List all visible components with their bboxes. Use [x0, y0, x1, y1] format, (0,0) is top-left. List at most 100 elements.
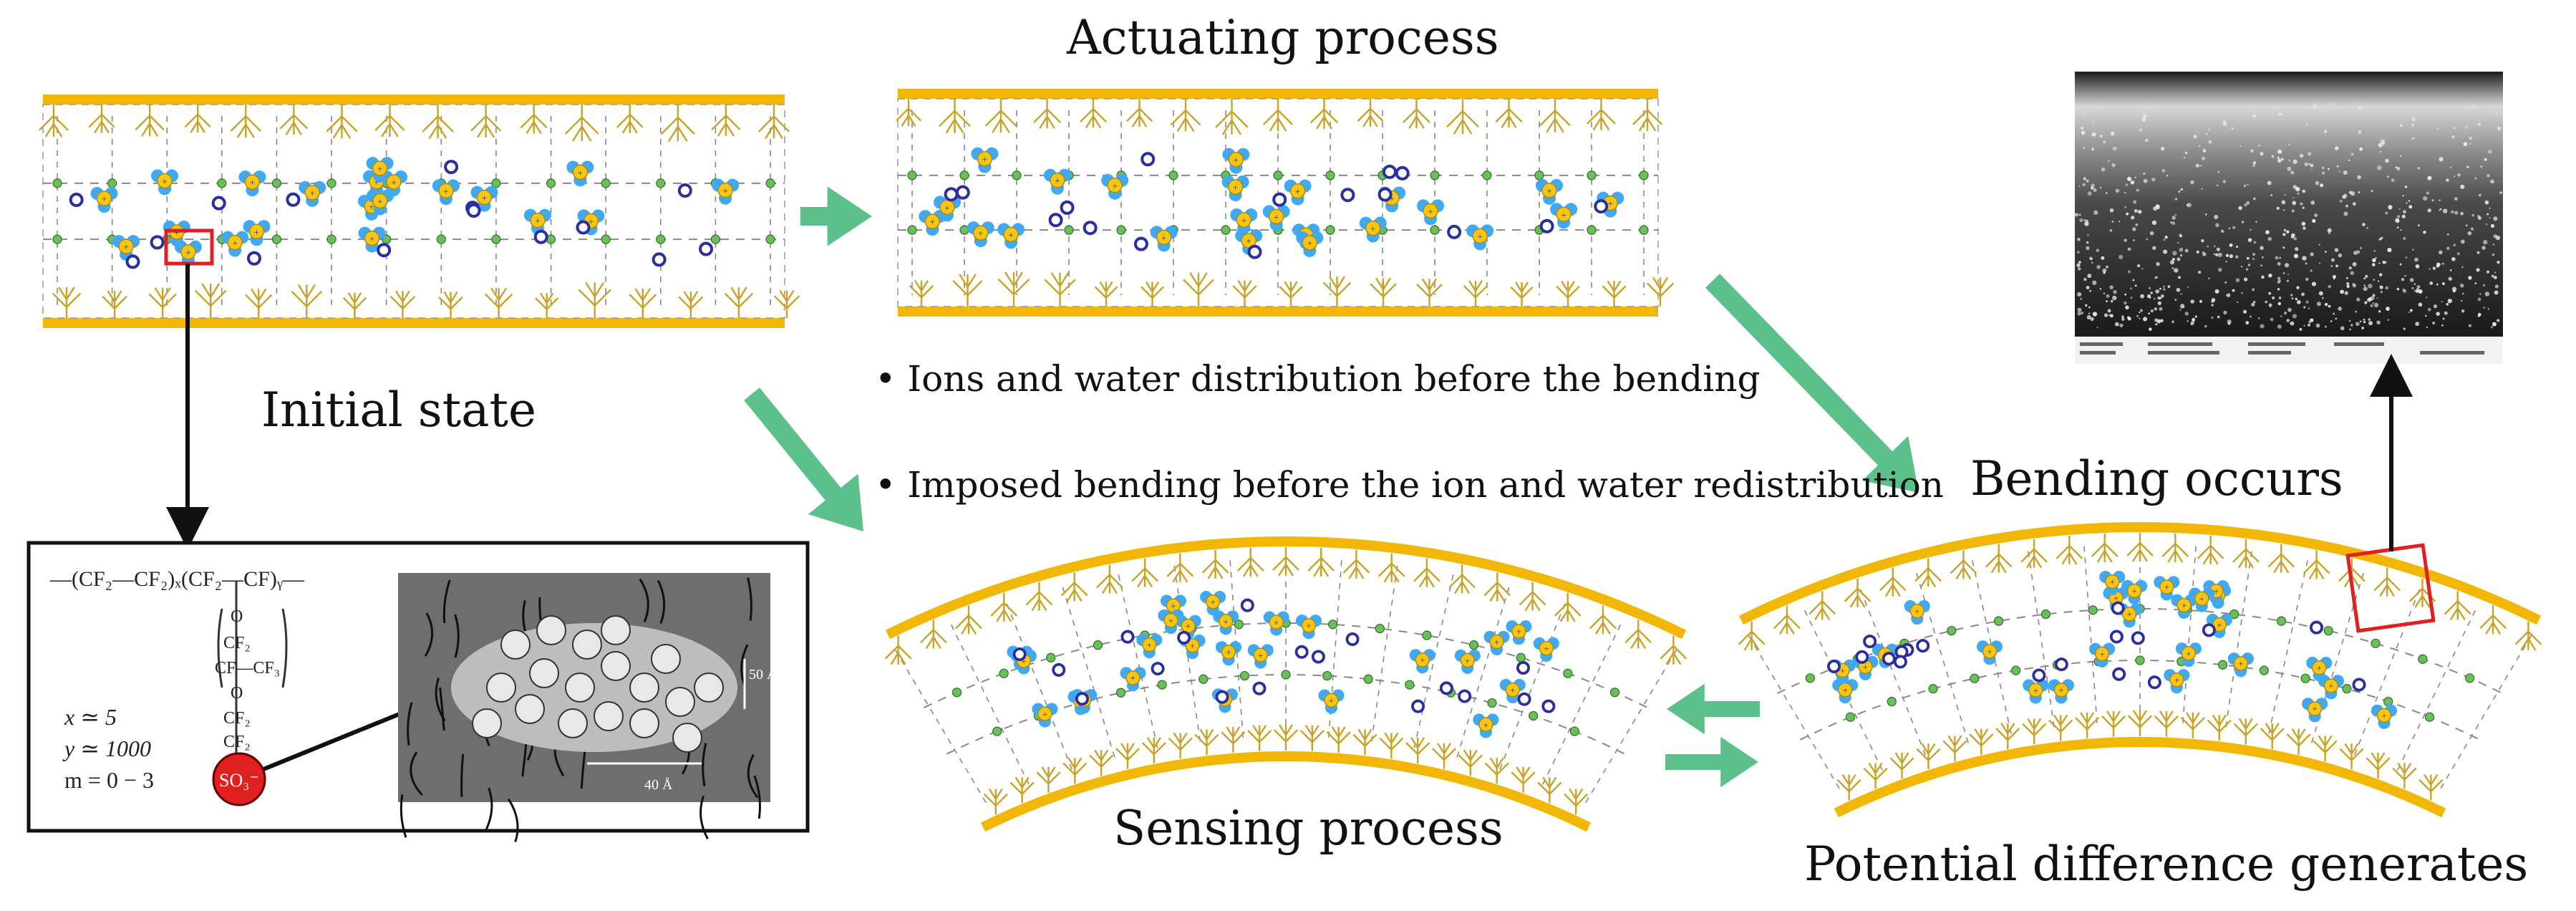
svg-text:+: +: [1234, 155, 1239, 165]
nafion-structure-inset: —(CF₂—CF₂)ₓ(CF₂—CF)ᵧ— O CF₂ CF—CF₃ O CF₂…: [26, 541, 810, 843]
svg-text:+: +: [722, 185, 727, 196]
x-equation: x ≃ 5: [64, 704, 117, 730]
initial-state-label: Initial state: [261, 382, 537, 438]
svg-text:+: +: [1546, 185, 1551, 196]
bending-occurs-membrane: ++++++++++++++++++++++++++: [1738, 521, 2542, 818]
svg-text:+: +: [1987, 647, 1992, 657]
svg-text:+: +: [123, 241, 128, 252]
svg-text:+: +: [1055, 175, 1060, 186]
svg-text:+: +: [374, 177, 379, 188]
svg-text:+: +: [310, 188, 315, 198]
m-equation: m = 0 − 3: [64, 767, 154, 793]
svg-text:+: +: [1370, 223, 1375, 234]
svg-text:+: +: [1483, 720, 1488, 730]
scale-label-40: 40 Å: [644, 777, 673, 793]
svg-text:+: +: [377, 163, 382, 174]
bullet-ions-water-text: Ions and water distribution before the b…: [907, 358, 1761, 400]
svg-text:+: +: [1544, 644, 1549, 654]
chain-cf2c: CF₂: [223, 733, 251, 751]
svg-text:+: +: [1274, 211, 1279, 222]
formula-top: —(CF₂—CF₂)ₓ(CF₂—CF)ᵧ—: [49, 567, 305, 591]
svg-text:+: +: [102, 193, 107, 204]
svg-text:+: +: [482, 193, 487, 203]
svg-text:+: +: [1516, 627, 1521, 637]
svg-text:+: +: [2113, 594, 2119, 604]
svg-text:+: +: [1211, 597, 1216, 607]
svg-text:+: +: [1914, 607, 1919, 617]
sensing-bent-membrane: ++++++++++++++++++++++++++: [884, 536, 1688, 832]
svg-text:+: +: [377, 196, 382, 207]
bullet-imposed-bending-text: Imposed bending before the ion and water…: [907, 464, 1944, 506]
bottom-electrode: [43, 318, 785, 328]
svg-text:+: +: [2164, 582, 2169, 592]
sulfonate-label: SO₃⁻: [219, 770, 259, 791]
arrow-actuating-to-bending: [1705, 274, 1919, 493]
svg-text:+: +: [1307, 238, 1312, 249]
chain-cf: CF—CF₃: [215, 659, 280, 678]
svg-text:+: +: [2174, 675, 2179, 685]
svg-text:+: +: [1226, 647, 1231, 657]
svg-text:+: +: [2328, 681, 2333, 691]
svg-text:+: +: [1246, 236, 1251, 246]
svg-text:+: +: [1258, 650, 1263, 660]
svg-text:+: +: [2058, 685, 2063, 695]
svg-text:+: +: [1190, 641, 1195, 651]
arrow-initial-to-actuating: [800, 186, 872, 246]
svg-text:+: +: [1477, 231, 1482, 241]
bending-occurs-label: Bending occurs: [1970, 451, 2343, 506]
svg-text:+: +: [2132, 587, 2137, 597]
svg-text:+: +: [2100, 650, 2105, 660]
svg-text:+: +: [1428, 206, 1433, 216]
svg-text:+: +: [982, 154, 987, 165]
svg-text:+: +: [2186, 649, 2191, 659]
svg-text:+: +: [978, 228, 983, 238]
sem-micrograph: [2074, 72, 2503, 364]
svg-text:+: +: [254, 226, 259, 237]
ionic-cluster-panel: [398, 573, 770, 843]
bullet-ions-water: • Ions and water distribution before the…: [875, 358, 1761, 400]
svg-text:+: +: [1021, 656, 1026, 666]
svg-text:+: +: [2110, 577, 2115, 587]
svg-text:+: +: [1233, 182, 1238, 193]
actuating-membrane: +++++++++++++++++++++++: [895, 89, 1675, 317]
svg-text:+: +: [2033, 685, 2038, 695]
actuating-process-label: Actuating process: [1067, 10, 1499, 65]
y-equation: y ≃ 1000: [62, 736, 151, 761]
sulfonate-group: [212, 752, 266, 806]
svg-text:+: +: [1147, 640, 1152, 650]
svg-text:+: +: [185, 247, 190, 258]
svg-text:+: +: [391, 177, 396, 188]
svg-text:+: +: [1171, 601, 1176, 611]
svg-text:+: +: [1510, 685, 1515, 695]
svg-text:+: +: [2199, 594, 2204, 604]
svg-text:+: +: [2214, 587, 2219, 597]
svg-text:+: +: [2317, 663, 2322, 673]
svg-text:+: +: [589, 216, 594, 226]
svg-text:+: +: [1042, 709, 1047, 719]
svg-text:+: +: [369, 201, 374, 212]
chain-cf2b: CF₂: [223, 709, 251, 728]
svg-text:+: +: [2238, 659, 2243, 669]
svg-text:+: +: [1112, 180, 1117, 191]
sulfonate-link: [262, 705, 417, 771]
svg-text:+: +: [1161, 232, 1166, 243]
svg-text:+: +: [1168, 616, 1173, 626]
svg-text:+: +: [1295, 186, 1300, 197]
svg-text:+: +: [578, 167, 583, 178]
bottom-electrode: [898, 307, 1658, 317]
svg-text:+: +: [1840, 666, 1845, 676]
chain-cf2: CF₂: [223, 634, 251, 652]
nafion-chain-drawing: [217, 582, 288, 759]
svg-text:+: +: [944, 202, 949, 213]
svg-text:+: +: [1224, 617, 1229, 627]
svg-text:+: +: [1843, 685, 1848, 695]
svg-text:+: +: [1186, 622, 1191, 632]
svg-text:+: +: [174, 227, 179, 238]
svg-text:+: +: [2182, 601, 2187, 611]
initial-state-membrane: +++++++++++++++++++++: [38, 95, 800, 328]
arrow-bending-to-sensing: [1667, 683, 1760, 735]
svg-text:+: +: [930, 216, 935, 227]
sensing-process-label: Sensing process: [1113, 801, 1504, 856]
svg-text:+: +: [1329, 695, 1334, 705]
